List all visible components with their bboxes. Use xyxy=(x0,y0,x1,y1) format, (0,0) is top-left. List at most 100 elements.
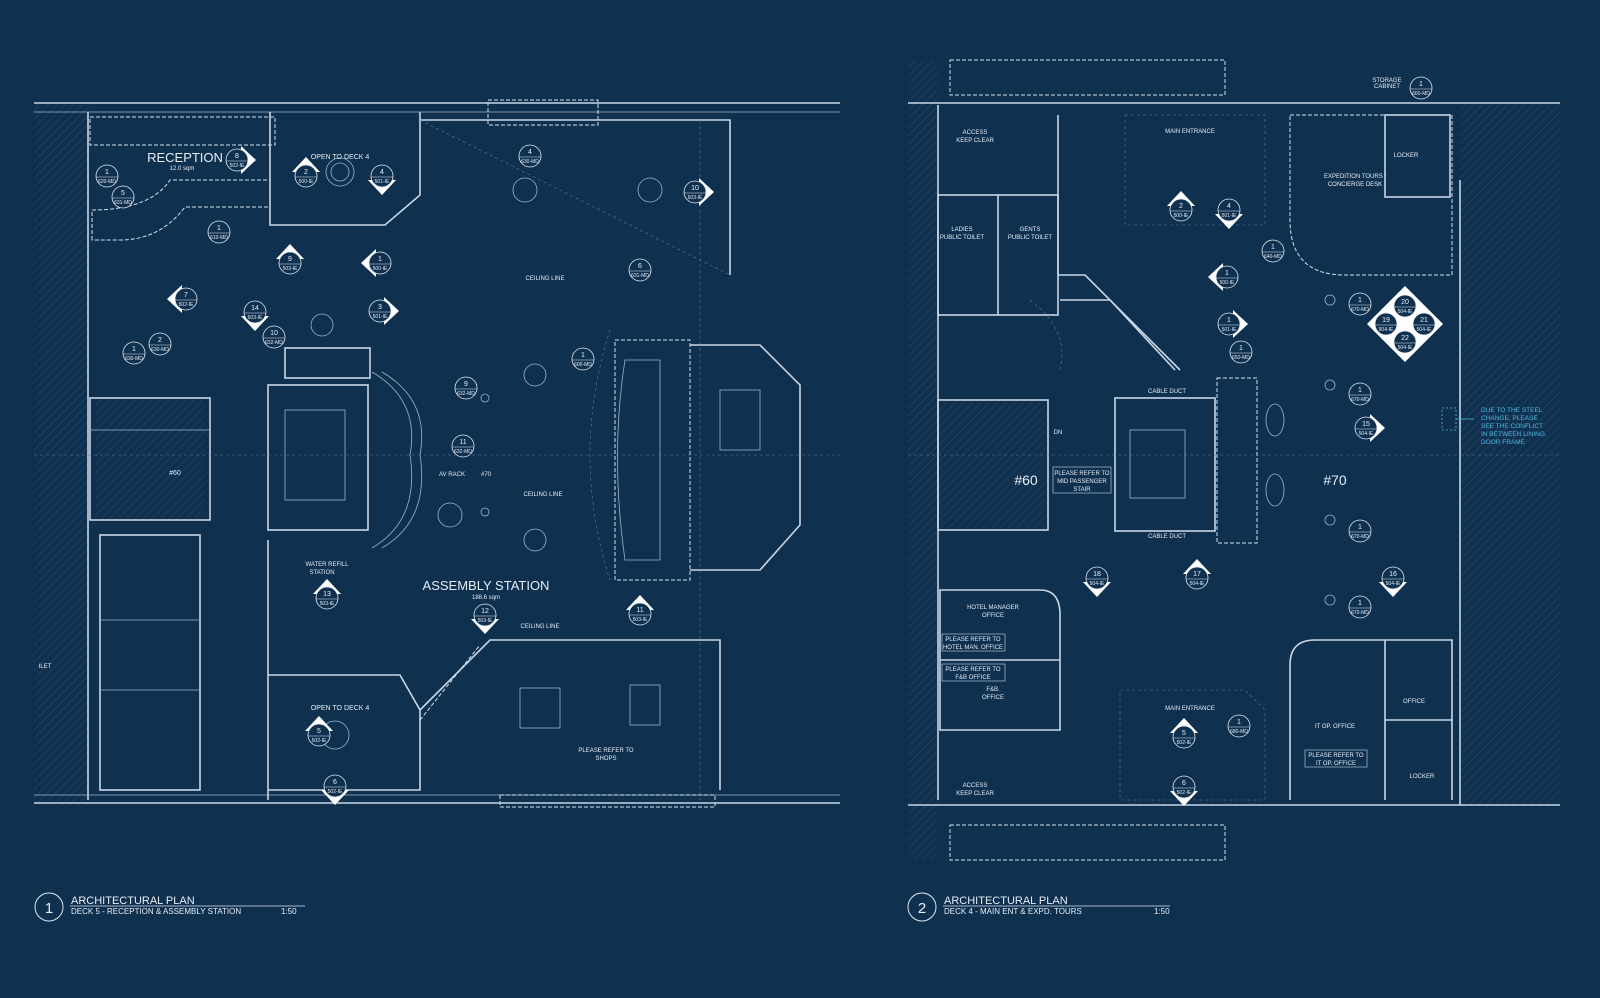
svg-text:6: 6 xyxy=(638,263,642,270)
svg-text:670-MD: 670-MD xyxy=(1351,397,1369,403)
detail-marker[interactable]: 1 670-MD xyxy=(1348,292,1372,316)
marker-circle xyxy=(1217,198,1241,222)
svg-text:2: 2 xyxy=(304,169,308,176)
marker-circle xyxy=(1393,330,1417,354)
marker-circle xyxy=(225,148,249,172)
svg-text:12: 12 xyxy=(481,608,489,615)
label-concierge-desk: CONCIERGE DESK xyxy=(1328,182,1382,188)
svg-text:5: 5 xyxy=(317,728,321,735)
svg-text:502-IE: 502-IE xyxy=(328,789,343,795)
plan-subtitle: DECK 4 - MAIN ENT & EXPD. TOURS xyxy=(944,907,1082,916)
label-water-refill-station: STATION xyxy=(309,570,334,576)
svg-text:11: 11 xyxy=(459,439,466,446)
svg-text:500-IE: 500-IE xyxy=(1174,213,1189,219)
title-block-plan-2: 2 ARCHITECTURAL PLAN DECK 4 - MAIN ENT &… xyxy=(907,892,1170,922)
svg-text:670-MD: 670-MD xyxy=(1351,534,1369,540)
svg-text:632-MD: 632-MD xyxy=(265,340,283,346)
marker-circle xyxy=(243,300,267,324)
label-main-entrance: MAIN ENTRANCE xyxy=(1165,706,1215,712)
marker-circle xyxy=(1409,76,1433,100)
svg-text:504-IE: 504-IE xyxy=(1398,309,1413,315)
label-keep-clear: KEEP CLEAR xyxy=(956,791,994,797)
label-refer-it-office: IT OP. OFFICE xyxy=(1316,761,1356,767)
svg-text:500-IE: 500-IE xyxy=(373,266,388,272)
label-gents: GENTS xyxy=(1020,227,1041,233)
svg-text:SEE THE CONFLICT: SEE THE CONFLICT xyxy=(1481,423,1543,430)
svg-text:1: 1 xyxy=(1419,81,1423,88)
marker-circle xyxy=(95,164,119,188)
label-refer-shops: SHOPS xyxy=(595,756,616,762)
label-gents-toilet: PUBLIC TOILET xyxy=(1008,235,1052,241)
plan-subtitle: DECK 5 - RECEPTION & ASSEMBLY STATION xyxy=(71,907,241,916)
label-refer-stair: PLEASE REFER TO xyxy=(1054,471,1109,477)
marker-circle xyxy=(262,325,286,349)
label-keep-clear: KEEP CLEAR xyxy=(956,138,994,144)
svg-text:631-MD: 631-MD xyxy=(114,200,132,206)
svg-text:7: 7 xyxy=(184,292,188,299)
svg-text:5: 5 xyxy=(121,190,125,197)
svg-text:1: 1 xyxy=(1358,387,1362,394)
svg-text:22: 22 xyxy=(1401,335,1409,342)
label-main-entrance: MAIN ENTRANCE xyxy=(1165,129,1215,135)
room-area-assembly-station: 188.6 sqm xyxy=(472,595,500,601)
svg-text:19: 19 xyxy=(1382,317,1390,324)
marker-circle xyxy=(451,434,475,458)
label-ceiling-line: CEILING LINE xyxy=(523,492,562,498)
svg-text:670-MD: 670-MD xyxy=(1351,307,1369,313)
elevation-marker[interactable]: 12 503-IE xyxy=(471,603,499,634)
detail-marker[interactable]: 1 670-MD xyxy=(1348,382,1372,406)
plan-number: 1 xyxy=(45,900,53,917)
svg-text:1: 1 xyxy=(1358,297,1362,304)
svg-text:2: 2 xyxy=(158,337,162,344)
svg-text:503-IE: 503-IE xyxy=(478,618,493,624)
marker-circle xyxy=(307,723,331,747)
marker-circle xyxy=(683,180,707,204)
detail-marker[interactable]: 5 631-MD xyxy=(111,185,135,209)
svg-text:501-IE: 501-IE xyxy=(1222,213,1237,219)
